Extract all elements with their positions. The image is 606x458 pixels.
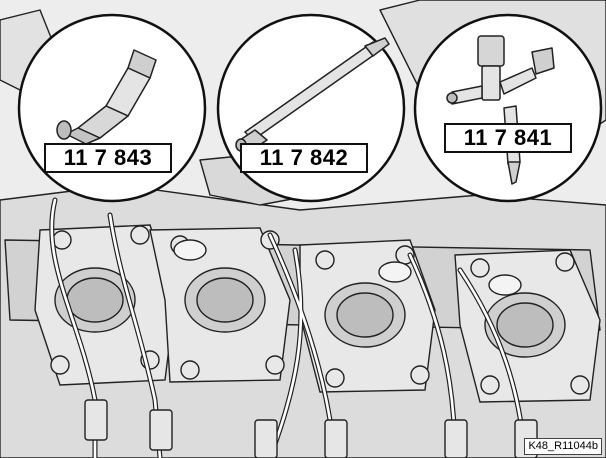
tool-callout-2 <box>216 13 406 203</box>
part-number-label-3: 11 7 841 <box>444 123 572 153</box>
part-number-label-2: 11 7 842 <box>240 143 368 173</box>
ignition-coil-housings <box>34 224 601 403</box>
figure-id-label: K48_R11044b <box>524 438 602 455</box>
pressure-gauge-tester-icon <box>446 35 555 185</box>
tool-callout-3 <box>413 13 603 203</box>
part-number-label-1: 11 7 843 <box>44 143 172 173</box>
threaded-adapter-icon <box>56 49 157 145</box>
tool-callout-1 <box>17 13 207 203</box>
